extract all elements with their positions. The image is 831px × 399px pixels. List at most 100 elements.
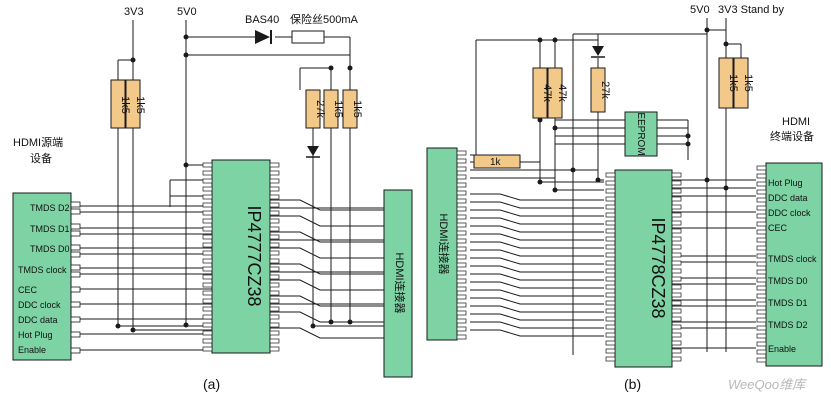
pin-stub (456, 158, 467, 164)
eeprom-out-wires (657, 119, 689, 160)
fuse-label: 保险丝500mA (290, 12, 359, 26)
pin-stub (269, 178, 280, 184)
pin-stub (456, 166, 467, 172)
resistor-27k-right (590, 67, 606, 113)
connector-label: HDMI连接器 (437, 213, 450, 274)
pin-stub (756, 325, 767, 331)
pin-stub (671, 212, 682, 218)
eeprom-chip (624, 111, 658, 157)
pin-stub (456, 326, 467, 332)
chip-label: IP4777CZ38 (244, 205, 264, 306)
pin-stub (671, 276, 682, 282)
pin-stub (671, 204, 682, 210)
pin-stub (456, 190, 467, 196)
pin-stub (756, 261, 767, 267)
pin-stub (269, 330, 280, 336)
pin-stub (269, 266, 280, 272)
clamp-diode (307, 146, 319, 156)
pin-stub (605, 356, 616, 362)
pin-stub (756, 221, 767, 227)
pin-stub (456, 238, 467, 244)
pin-stub (605, 220, 616, 226)
caption-a: (a) (203, 376, 220, 392)
right-resistors: 47k 47k 27k 1k5 1k5 1k (473, 57, 754, 169)
pin-label: TMDS D2 (30, 203, 70, 213)
pin-label: Enable (18, 345, 46, 355)
pin-stub (269, 210, 280, 216)
pin-stub (269, 226, 280, 232)
resistor-1k5-c (323, 89, 339, 129)
pin-stub (202, 322, 213, 328)
fuse-500ma (291, 30, 325, 44)
pin-label: TMDS D0 (30, 244, 70, 254)
pin-stub (269, 170, 280, 176)
pin-stub (269, 282, 280, 288)
pin-stub (605, 244, 616, 250)
pin-stub (605, 324, 616, 330)
left-resistors: 1k5 1k5 27k 1k5 1k5 (110, 79, 363, 129)
resistor-47k-a (532, 67, 548, 119)
pin-stub (202, 226, 213, 232)
pin-stub (269, 290, 280, 296)
pin-stub (605, 260, 616, 266)
pin-stub (605, 340, 616, 346)
pin-stub (269, 306, 280, 312)
resistor-1k5-e (718, 57, 734, 109)
pin-stub (605, 276, 616, 282)
pin-stub (202, 346, 213, 352)
pin-stub (671, 324, 682, 330)
pin-label: DDC data (768, 193, 808, 203)
pin-stub (605, 252, 616, 258)
pin-label: TMDS D1 (768, 298, 808, 308)
pin-stub (269, 242, 280, 248)
diode-bas40 (255, 30, 272, 44)
pin-label: TMDS D1 (30, 224, 70, 234)
pin-stub (756, 349, 767, 355)
pin-stub (756, 253, 767, 259)
pin-label: TMDS clock (18, 265, 67, 275)
resistor-label: 47k (556, 84, 568, 102)
pin-stub (202, 250, 213, 256)
pin-stub (269, 298, 280, 304)
diode-label: BAS40 (245, 14, 279, 26)
pin-stub (756, 341, 767, 347)
pin-stub (202, 194, 213, 200)
pin-label: TMDS clock (768, 254, 817, 264)
pin-stub (202, 186, 213, 192)
hdmi-sink-device (756, 162, 823, 367)
pin-stub (456, 230, 467, 236)
pin-stub (605, 172, 616, 178)
watermark: WeeQoo维库 (728, 377, 807, 392)
resistor-1k-series (473, 154, 521, 169)
pin-stub (456, 286, 467, 292)
pin-stub (756, 197, 767, 203)
pin-label: Hot Plug (768, 178, 803, 188)
chip-label: IP4778CZ38 (648, 217, 668, 318)
pin-stub (671, 236, 682, 242)
pin-label: Hot Plug (18, 330, 53, 340)
rail-3v3-label: 3V3 (124, 6, 144, 18)
resistor-label: 1k5 (742, 74, 754, 92)
pin-stub (671, 308, 682, 314)
pin-stub (456, 334, 467, 340)
pin-stub (456, 278, 467, 284)
right-clamp-diode (592, 46, 604, 56)
pin-stub (202, 338, 213, 344)
resistor-label: 1k5 (134, 96, 146, 114)
pin-label: CEC (768, 223, 788, 233)
pin-stub (605, 196, 616, 202)
left-circuit (80, 20, 384, 351)
pin-stub (202, 234, 213, 240)
pin-stub (671, 300, 682, 306)
pin-stub (456, 270, 467, 276)
pin-stub (202, 282, 213, 288)
pin-stub (671, 244, 682, 250)
pin-stub (456, 214, 467, 220)
pin-stub (456, 254, 467, 260)
pin-label: Enable (768, 344, 796, 354)
pin-stub (269, 346, 280, 352)
pin-stub (756, 173, 767, 179)
pin-stub (269, 194, 280, 200)
resistor-label: 1k (490, 157, 502, 168)
left-signal-lines (80, 199, 384, 351)
